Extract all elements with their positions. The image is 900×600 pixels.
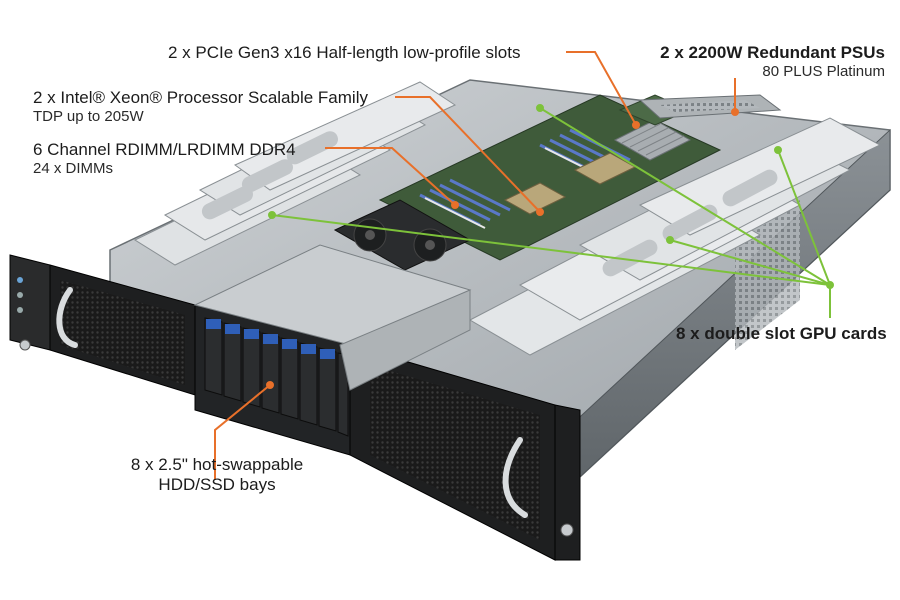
label-pcie: 2 x PCIe Gen3 x16 Half-length low-profil…: [168, 43, 520, 63]
label-memory-sub: 24 x DIMMs: [33, 159, 114, 177]
label-cpu-text: 2 x Intel® Xeon® Processor Scalable Fami…: [33, 88, 368, 107]
callout-line-cpu: [395, 96, 541, 213]
label-psu-sub: 80 PLUS Platinum: [762, 62, 885, 80]
label-cpu: 2 x Intel® Xeon® Processor Scalable Fami…: [33, 88, 368, 125]
label-gpu: 8 x double slot GPU cards: [676, 324, 887, 344]
callout-lines-green: [268, 104, 834, 318]
label-memory-text: 6 Channel RDIMM/LRDIMM DDR4: [33, 140, 296, 159]
label-cpu-sub: TDP up to 205W: [33, 107, 144, 125]
callout-line-memory: [325, 147, 456, 206]
label-memory: 6 Channel RDIMM/LRDIMM DDR4 24 x DIMMs: [33, 140, 296, 177]
label-pcie-text: 2 x PCIe Gen3 x16 Half-length low-profil…: [168, 43, 521, 62]
callout-line-pcie: [566, 51, 637, 126]
drive-bays: [204, 317, 349, 437]
front-panel: [9, 254, 581, 561]
callout-line-drives: [214, 384, 271, 480]
label-gpu-text: 8 x double slot GPU cards: [676, 324, 887, 343]
label-drives: 8 x 2.5" hot-swappable HDD/SSD bays: [117, 455, 317, 494]
label-drives-sub: HDD/SSD bays: [158, 474, 276, 494]
label-psu: 2 x 2200W Redundant PSUs 80 PLUS Platinu…: [660, 43, 885, 80]
callout-lines-orange: [214, 51, 739, 480]
gpu-bays-left: [133, 81, 457, 266]
label-drives-text: 8 x 2.5" hot-swappable: [130, 455, 304, 474]
label-psu-text: 2 x 2200W Redundant PSUs: [660, 43, 885, 62]
